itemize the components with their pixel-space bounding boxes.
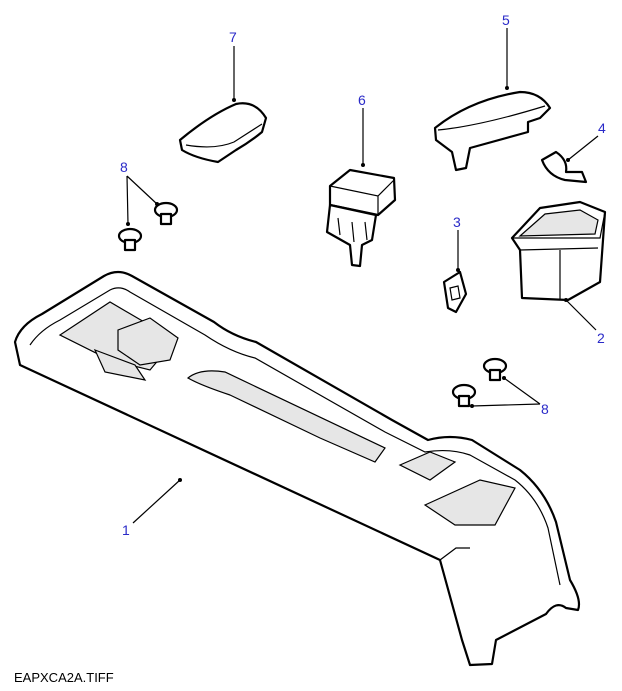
switch-part-6: [325, 168, 397, 268]
callout-8-upper: 8: [120, 159, 128, 175]
clip-part-3: [442, 270, 468, 314]
screw-part-8: [117, 201, 508, 408]
callout-3: 3: [453, 214, 461, 230]
callout-1: 1: [122, 522, 130, 538]
center-console-part-1: [13, 270, 581, 667]
callout-5: 5: [502, 12, 510, 28]
leader-lines: [126, 28, 599, 524]
callout-2: 2: [597, 330, 605, 346]
clip-part-4: [540, 150, 588, 184]
cover-part-5: [433, 90, 552, 172]
lid-part-7: [178, 102, 268, 164]
callout-6: 6: [358, 92, 366, 108]
image-filename-caption: EAPXCA2A.TIFF: [14, 670, 114, 685]
storage-bin-part-2: [510, 200, 607, 302]
callout-8-lower: 8: [541, 401, 549, 417]
callout-7: 7: [229, 29, 237, 45]
callout-4: 4: [598, 120, 606, 136]
